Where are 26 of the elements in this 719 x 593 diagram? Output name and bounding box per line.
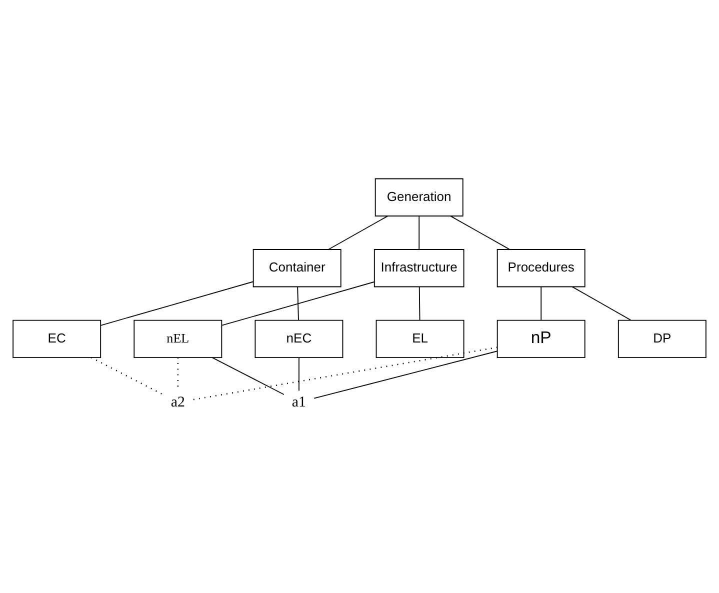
node-text: a1 xyxy=(292,394,306,410)
node-box: nEL xyxy=(134,319,222,358)
node-box: Container xyxy=(252,248,342,287)
connector xyxy=(540,286,542,320)
connector xyxy=(572,286,632,320)
node-box: nEC xyxy=(254,319,344,358)
connector xyxy=(90,356,164,395)
connector xyxy=(328,215,388,250)
connector xyxy=(212,356,284,394)
node-box: nP xyxy=(496,319,586,358)
connector xyxy=(314,350,498,398)
connector xyxy=(192,346,498,400)
connector xyxy=(222,280,375,326)
connector xyxy=(100,280,254,326)
connector xyxy=(450,215,510,250)
node-box: Infrastructure xyxy=(374,248,464,287)
connector xyxy=(418,215,420,250)
connector xyxy=(418,286,420,320)
node-box: DP xyxy=(618,319,706,358)
connector xyxy=(297,286,299,320)
connector xyxy=(298,356,300,391)
node-box: Procedures xyxy=(496,248,586,287)
node-text: a2 xyxy=(170,394,185,410)
node-box: EC xyxy=(12,319,102,358)
node-box: EL xyxy=(376,319,464,358)
node-box: Generation xyxy=(374,178,464,216)
